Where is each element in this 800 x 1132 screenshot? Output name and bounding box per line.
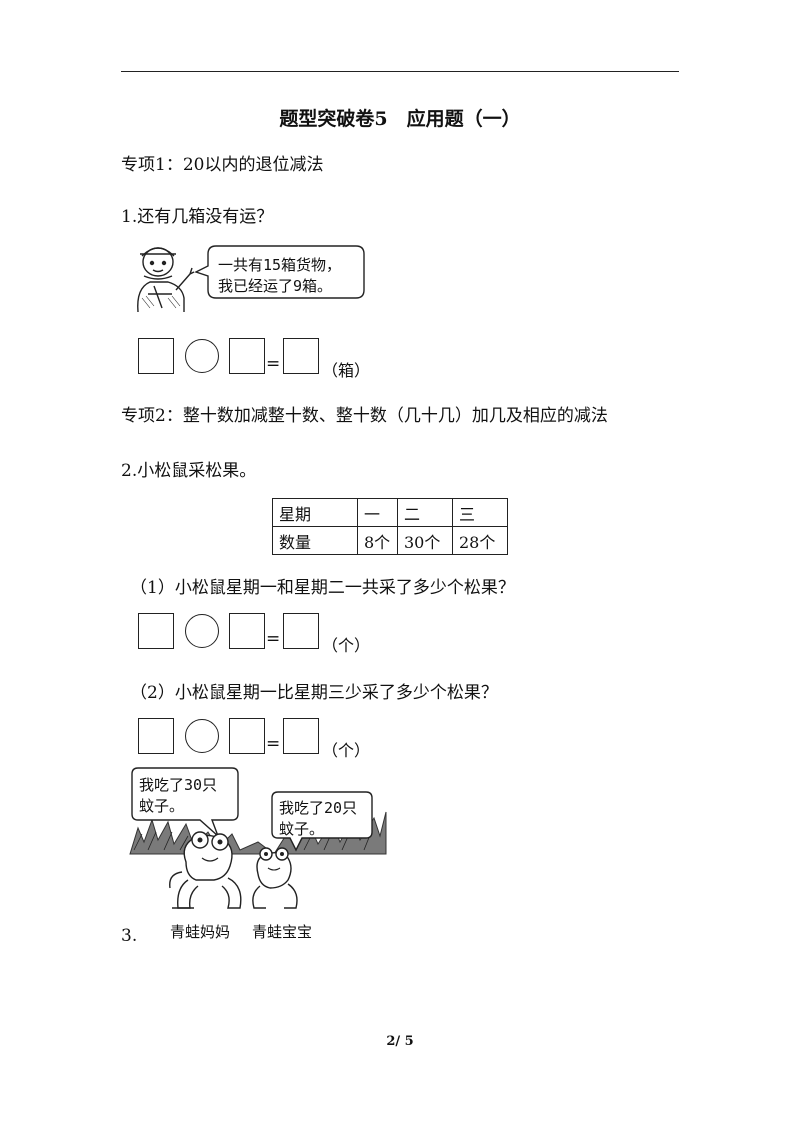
question-2-2-text: （2）小松鼠星期一比星期三少采了多少个松果？ bbox=[130, 683, 498, 703]
table-cell: 28个 bbox=[452, 526, 508, 555]
table-cell: 30个 bbox=[397, 526, 453, 555]
frog-baby-label: 青蛙宝宝 bbox=[252, 923, 313, 941]
table-row: 星期 一 二 三 bbox=[272, 498, 508, 527]
answer-box[interactable] bbox=[138, 338, 174, 374]
equals-sign: = bbox=[266, 354, 281, 374]
answer-box[interactable] bbox=[283, 338, 319, 374]
answer-box[interactable] bbox=[229, 718, 265, 754]
frog-mom-speech: 我吃了30只 蚊子。 bbox=[139, 776, 218, 815]
frog-baby-speech: 我吃了20只 蚊子。 bbox=[279, 799, 358, 838]
top-rule bbox=[121, 71, 679, 72]
equals-sign: = bbox=[266, 629, 281, 649]
unit-label: （箱） bbox=[322, 361, 371, 380]
operator-circle[interactable] bbox=[185, 339, 219, 373]
table-header-cell: 二 bbox=[397, 498, 453, 527]
answer-box[interactable] bbox=[283, 613, 319, 649]
page-number: 2/ 5 bbox=[386, 1034, 414, 1049]
frog-mom-label: 青蛙妈妈 bbox=[170, 923, 231, 941]
table-row: 数量 8个 30个 28个 bbox=[272, 526, 508, 555]
answer-box[interactable] bbox=[229, 338, 265, 374]
question-1-text: 1.还有几箱没有运？ bbox=[121, 207, 274, 227]
table-header-cell: 三 bbox=[452, 498, 508, 527]
section-1-heading: 专项1：20以内的退位减法 bbox=[121, 155, 324, 175]
pinecone-table: 星期 一 二 三 数量 8个 30个 28个 bbox=[272, 498, 508, 555]
table-cell: 8个 bbox=[357, 526, 398, 555]
question-2-1-text: （1）小松鼠星期一和星期二一共采了多少个松果？ bbox=[130, 578, 515, 598]
table-row-label: 数量 bbox=[272, 526, 358, 555]
operator-circle[interactable] bbox=[185, 614, 219, 648]
answer-box[interactable] bbox=[138, 613, 174, 649]
section-2-heading: 专项2：整十数加减整十数、整十数（几十几）加几及相应的减法 bbox=[121, 406, 608, 426]
table-header-cell: 星期 bbox=[272, 498, 358, 527]
answer-box[interactable] bbox=[229, 613, 265, 649]
question-3-number: 3. bbox=[121, 926, 138, 946]
unit-label: （个） bbox=[322, 636, 371, 655]
equals-sign: = bbox=[266, 734, 281, 754]
operator-circle[interactable] bbox=[185, 719, 219, 753]
page-title: 题型突破卷5 应用题（一） bbox=[279, 108, 521, 130]
worker-illustration bbox=[137, 245, 365, 313]
answer-box[interactable] bbox=[138, 718, 174, 754]
unit-label: （个） bbox=[322, 741, 371, 760]
frogs-illustration bbox=[129, 767, 387, 909]
worker-speech: 一共有15箱货物， 我已经运了9箱。 bbox=[218, 256, 342, 295]
question-2-text: 2.小松鼠采松果。 bbox=[121, 461, 257, 481]
table-header-cell: 一 bbox=[357, 498, 398, 527]
answer-box[interactable] bbox=[283, 718, 319, 754]
